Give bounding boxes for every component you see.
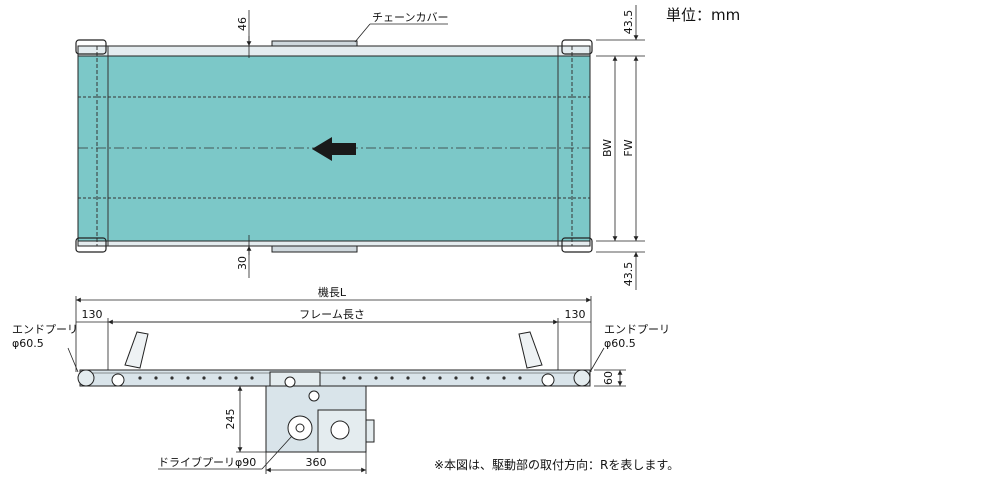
end-pulley-left-label: エンドプーリ xyxy=(12,323,78,336)
end-offset-right: 130 xyxy=(565,308,586,321)
chain-cover-label: チェーンカバー xyxy=(372,11,448,24)
frame-length-label: フレーム長さ xyxy=(299,308,365,321)
end-bracket-br xyxy=(561,237,593,253)
direction-arrow-icon xyxy=(312,137,356,161)
tension-handle-left xyxy=(124,331,149,369)
fw-label: FW xyxy=(622,139,635,156)
drive-direction-note: ※本図は、駆動部の取付方向：Rを表します。 xyxy=(434,458,680,472)
bw-label: BW xyxy=(601,139,614,157)
dim-bottom-gap: 30 xyxy=(236,256,249,270)
side-view: 機長L フレーム長さ 130 130 エンドプーリ φ60.5 エンドプーリ φ… xyxy=(12,285,670,474)
height-60: 60 xyxy=(602,371,615,385)
end-bracket-bl xyxy=(75,237,107,253)
end-bracket-tl xyxy=(75,39,107,55)
end-bracket-tr xyxy=(561,39,593,55)
end-pulley-right-diameter: φ60.5 xyxy=(604,337,636,350)
end-pulley-left xyxy=(77,369,95,387)
width-360: 360 xyxy=(306,456,327,469)
end-pulley-right xyxy=(573,369,591,387)
dim-top-gap: 46 xyxy=(236,17,249,31)
end-offset-left: 130 xyxy=(82,308,103,321)
top-view: 46 30 チェーンカバー 43.5 43.5 BW FW xyxy=(75,5,645,290)
tension-handle-right xyxy=(518,331,543,369)
dim-top-right: 43.5 xyxy=(622,10,635,35)
unit-label: 単位：mm xyxy=(666,6,741,24)
machine-length-label: 機長L xyxy=(318,285,347,299)
dim-bottom-right: 43.5 xyxy=(622,262,635,287)
height-245: 245 xyxy=(224,409,237,430)
frame-holes xyxy=(138,376,522,380)
drive-pulley-label: ドライブプーリφ90 xyxy=(158,455,256,469)
end-pulley-left-diameter: φ60.5 xyxy=(12,337,44,350)
end-pulley-right-label: エンドプーリ xyxy=(604,323,670,336)
